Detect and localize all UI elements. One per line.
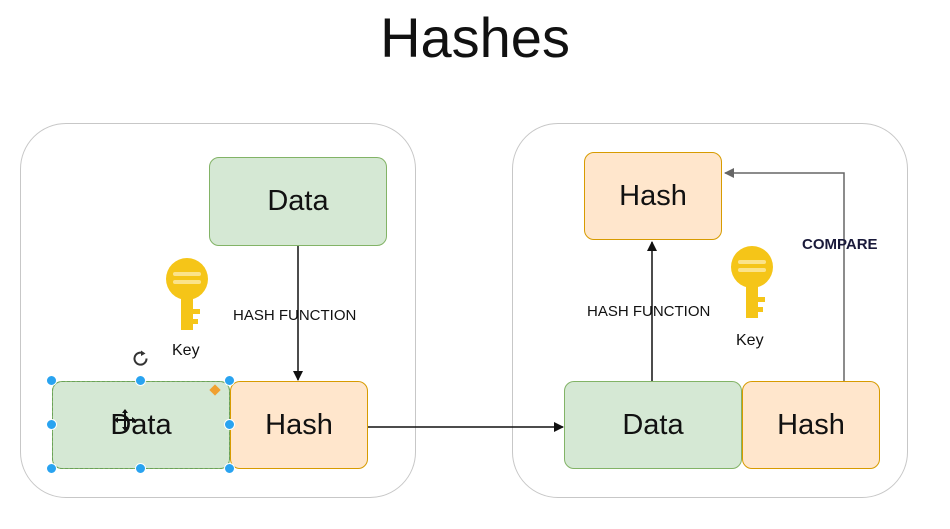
left-data-top-box[interactable]: Data xyxy=(209,157,387,246)
right-data-bottom-label: Data xyxy=(622,408,684,441)
right-key-label: Key xyxy=(736,332,764,349)
selection-handle-top-right[interactable] xyxy=(224,375,235,386)
left-hash-bottom-label: Hash xyxy=(265,408,333,441)
compare-arrow xyxy=(724,168,849,390)
left-data-bottom-box[interactable]: Data xyxy=(52,381,230,469)
right-hash-function-label: HASH FUNCTION xyxy=(587,303,711,320)
selection-handle-top-center[interactable] xyxy=(135,375,146,386)
compare-label: COMPARE xyxy=(802,236,878,253)
right-hash-bottom-box[interactable]: Hash xyxy=(742,381,880,469)
selection-handle-middle-left[interactable] xyxy=(46,419,57,430)
right-key-icon xyxy=(728,245,776,320)
selection-handle-bottom-center[interactable] xyxy=(135,463,146,474)
left-data-bottom-label: Data xyxy=(110,408,172,441)
selection-handle-middle-right[interactable] xyxy=(224,419,235,430)
right-hash-top-box[interactable]: Hash xyxy=(584,152,722,240)
right-hash-bottom-label: Hash xyxy=(777,408,845,441)
left-key-icon xyxy=(163,257,211,332)
page-title: Hashes xyxy=(380,6,570,69)
right-hash-top-label: Hash xyxy=(619,179,687,212)
right-data-bottom-box[interactable]: Data xyxy=(564,381,742,469)
selection-handle-bottom-right[interactable] xyxy=(224,463,235,474)
left-hash-bottom-box[interactable]: Hash xyxy=(230,381,368,469)
selection-handle-bottom-left[interactable] xyxy=(46,463,57,474)
rotate-icon[interactable] xyxy=(131,349,151,369)
move-cursor-icon xyxy=(114,409,136,431)
left-data-top-label: Data xyxy=(267,185,329,217)
selection-handle-top-left[interactable] xyxy=(46,375,57,386)
left-key-label: Key xyxy=(172,342,200,359)
left-hash-function-label: HASH FUNCTION xyxy=(233,307,357,324)
